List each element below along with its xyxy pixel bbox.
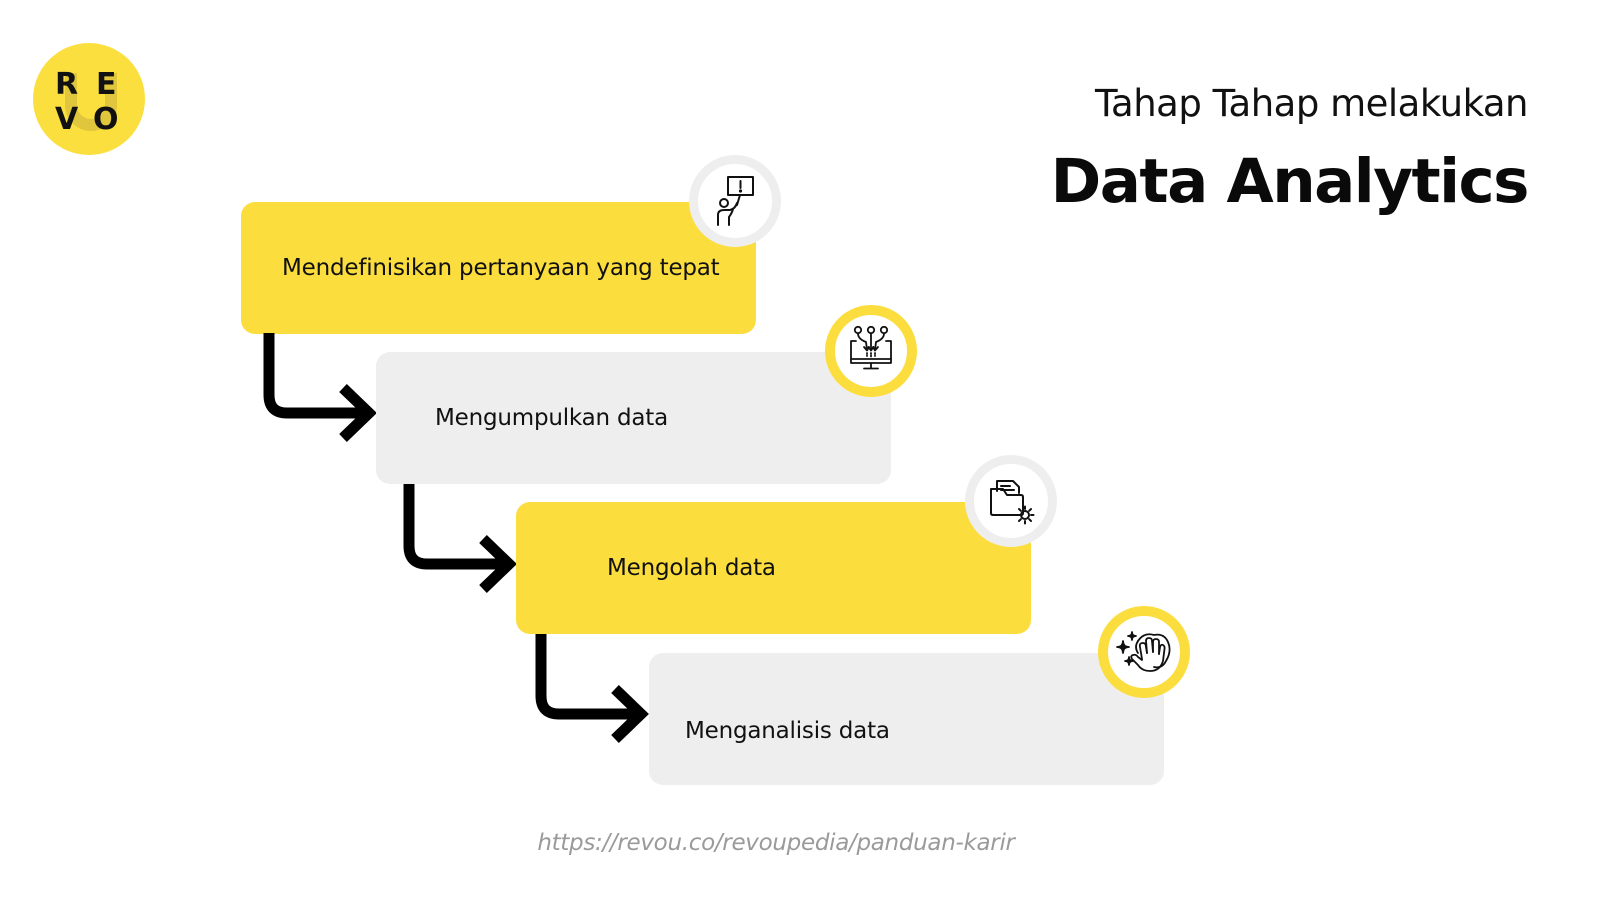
source-url: https://revou.co/revoupedia/panduan-kari… <box>537 830 1015 856</box>
arrow-step-1-to-2 <box>263 333 377 442</box>
step-box-2: Mengumpulkan data <box>376 352 891 484</box>
revou-logo: R E V O <box>33 43 145 155</box>
step-label-2: Mengumpulkan data <box>435 405 669 431</box>
step-label-1: Mendefinisikan pertanyaan yang tepat <box>282 255 720 281</box>
step-icon-ring-1 <box>689 155 781 247</box>
arrow-step-3-to-4 <box>535 634 649 743</box>
cleaning-hand-icon <box>1116 631 1171 672</box>
logo-letter-r: R <box>55 67 79 102</box>
logo-letter-o: O <box>93 102 119 137</box>
step-icon-ring-2 <box>825 305 917 397</box>
step-box-1: Mendefinisikan pertanyaan yang tepat <box>241 202 756 334</box>
page-title: Data Analytics <box>1050 146 1530 217</box>
step-icon-ring-3 <box>965 455 1057 547</box>
step-label-3: Mengolah data <box>607 555 776 581</box>
page-subtitle: Tahap Tahap melakukan <box>1095 82 1528 125</box>
data-collection-monitor-icon <box>850 326 892 370</box>
logo-u-shape-icon <box>65 73 117 131</box>
logo-letter-e: E <box>96 67 117 102</box>
protest-sign-icon <box>717 176 754 226</box>
arrow-step-2-to-3 <box>403 484 517 593</box>
step-box-3: Mengolah data <box>516 502 1031 634</box>
step-box-4: Menganalisis data <box>649 653 1164 785</box>
step-icon-ring-4 <box>1098 606 1190 698</box>
logo-letter-v: V <box>55 102 79 137</box>
step-label-4: Menganalisis data <box>685 718 890 744</box>
folder-gear-icon <box>990 480 1035 525</box>
